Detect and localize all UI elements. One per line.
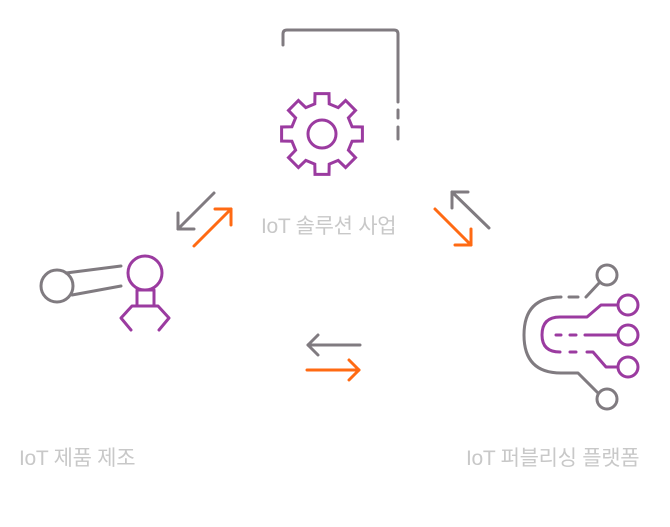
- arrow-to-platform-from-manufacturing: [305, 358, 361, 382]
- arrow-to-platform: [433, 207, 473, 247]
- node-label-manufacturing: IoT 제품 제조: [19, 447, 136, 470]
- gear-icon: [280, 92, 364, 176]
- arrow-to-manufacturing: [176, 191, 216, 231]
- arrow-to-solution-from-platform: [450, 190, 491, 230]
- network-hub-icon: [522, 263, 640, 411]
- gear-frame: [281, 28, 400, 141]
- arrow-to-solution-from-manufacturing: [192, 207, 233, 248]
- robot-arm-icon: [39, 254, 171, 332]
- arrow-to-manufacturing-from-platform: [306, 333, 362, 357]
- node-label-solution: IoT 솔루션 사업: [261, 215, 397, 238]
- node-label-platform: IoT 퍼블리싱 플랫폼: [466, 447, 640, 470]
